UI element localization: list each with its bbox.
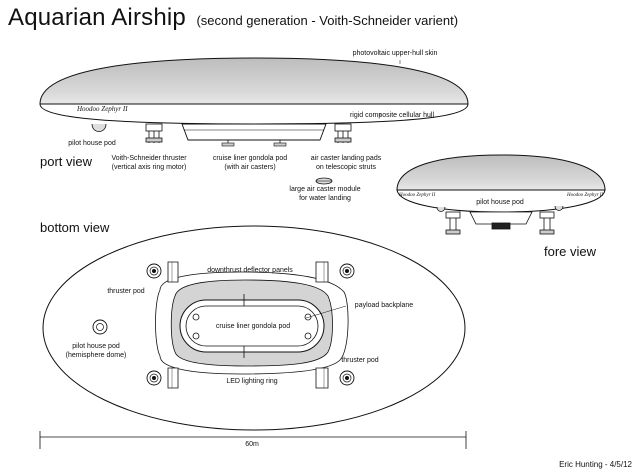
port-view-label: port view [40,154,93,169]
label-water-module: large air caster module for water landin… [289,186,360,203]
port-hull-badge: Hoodoo Zephyr II [77,105,128,113]
fore-view-label: fore view [544,244,597,259]
fore-underside [436,205,564,235]
page-title: Aquarian Airship [8,4,186,31]
water-caster-module-shape [315,177,333,185]
port-thrusters [145,123,352,143]
port-gondola-shape [181,123,327,147]
label-port-gondola: cruise liner gondola pod (with air caste… [213,155,287,172]
fore-hull-badge-left: Hoodoo Zephyr II [399,193,436,198]
port-leaders [379,60,401,116]
dimension-label: 60m [245,441,259,448]
bottom-thruster-pods [146,263,355,386]
fore-view-hull [396,154,606,213]
label-thruster-top: thruster pod [107,288,145,295]
label-payload: payload backplane [354,302,414,309]
label-landing-pads-line1: air caster landing pads [310,155,382,162]
label-lower-hull: rigid composite cellular hull [349,112,435,119]
bottom-pilot-dome [92,319,108,335]
label-thruster-bottom: thruster pod [341,357,379,364]
label-thruster-line2: (vertical axis ring motor) [111,163,187,171]
fore-hull-badge-right: Hoodoo Zephyr II [567,193,604,198]
author-credit: Eric Hunting - 4/5/12 [559,460,632,469]
label-water-module-line1: large air caster module [289,186,361,193]
label-fore-pilot-pod: pilot house pod [476,199,524,206]
label-downthrust: downthrust deflector panels [207,267,293,274]
label-landing-pads: air caster landing pads on telescopic st… [311,155,381,172]
label-pilot-dome-line1: pilot house pod [72,343,120,350]
label-port-gondola-line2: (with air casters) [224,163,276,171]
led-ring-shape [155,271,349,375]
label-pilot-dome-line2: (hemisphere dome) [65,351,127,359]
label-thruster-line1: Voith-Schneider thruster [111,155,187,162]
payload-leader [305,305,347,319]
label-port-gondola-line1: cruise liner gondola pod [212,155,288,162]
label-upper-skin: photovoltaic upper-hull skin [352,50,438,57]
dimension-line [39,431,467,449]
bottom-gondola-shape [179,294,325,358]
label-led: LED lighting ring [226,378,278,385]
page-subtitle: (second generation - Voith-Schneider var… [196,13,459,28]
label-bottom-gondola: cruise liner gondola pod [215,323,291,330]
port-view-hull [39,57,469,125]
label-port-pilot-pod: pilot house pod [68,140,116,147]
label-landing-pads-line2: on telescopic struts [316,163,376,171]
label-thruster: Voith-Schneider thruster (vertical axis … [111,155,186,172]
label-pilot-dome: pilot house pod (hemisphere dome) [66,343,127,360]
port-pilot-pod-shape [91,123,107,132]
label-water-module-line2: for water landing [299,194,351,202]
title-row: Aquarian Airship (second generation - Vo… [8,4,458,32]
bottom-view-label: bottom view [40,220,110,235]
deflector-panels [167,261,329,389]
